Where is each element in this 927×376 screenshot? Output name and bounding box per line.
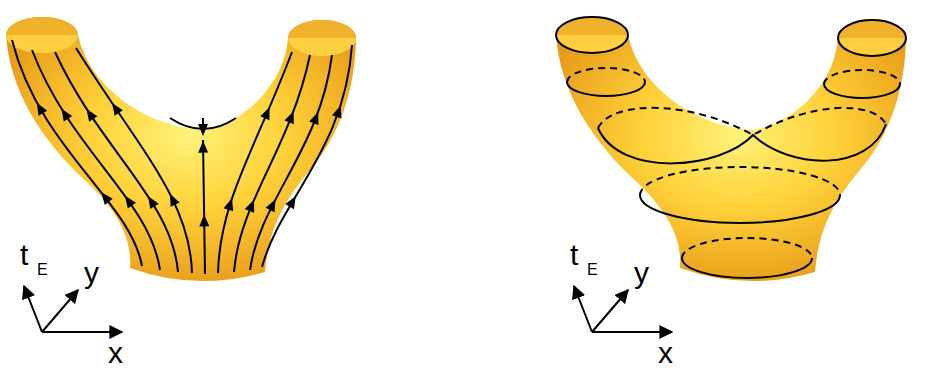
- axes: [24, 286, 672, 332]
- arrowhead: [260, 105, 274, 120]
- arrowhead: [285, 194, 300, 209]
- cross-sections: [556, 17, 906, 278]
- arrowhead: [284, 109, 298, 124]
- arrowhead: [165, 192, 179, 207]
- arrowhead: [198, 141, 208, 153]
- axis-label: x: [658, 338, 673, 368]
- flow-arrowheads: [33, 100, 346, 226]
- arrowhead: [266, 197, 280, 212]
- arrowhead: [33, 100, 48, 115]
- axis-label: t: [20, 240, 28, 270]
- arrowhead: [245, 198, 259, 213]
- axis-label: x: [108, 338, 123, 368]
- axis-label: y: [84, 258, 99, 288]
- arrowhead: [57, 106, 72, 122]
- arrowhead: [144, 194, 159, 209]
- arrowhead: [332, 104, 345, 119]
- arrowhead: [108, 100, 123, 116]
- arrowhead: [199, 214, 209, 226]
- pants-surface: [556, 17, 906, 281]
- arrowhead: [224, 197, 237, 211]
- arrowhead: [82, 106, 97, 122]
- axis-label: t: [570, 240, 578, 270]
- axis-label: y: [634, 258, 649, 288]
- arrowhead: [97, 189, 112, 205]
- arrowhead: [198, 124, 208, 136]
- axis-subscript: E: [587, 262, 598, 278]
- arrowhead: [121, 193, 136, 209]
- arrowhead: [309, 110, 323, 125]
- flow-lines: [12, 40, 352, 274]
- axis-subscript: E: [37, 262, 48, 278]
- pants-surface: [6, 17, 356, 281]
